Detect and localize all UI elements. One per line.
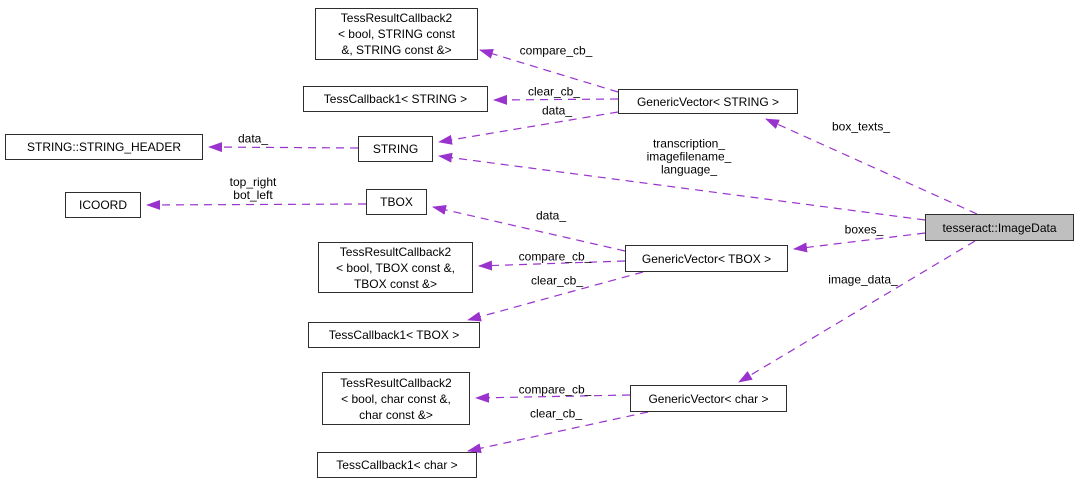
edge-clear-cb-string [493,94,619,105]
node-label-line: TessCallback1< char > [336,458,458,472]
node-label-line: TessResultCallback2 [339,244,452,259]
node-tbox[interactable]: TBOX [366,189,427,215]
edge-compare-cb-char [475,392,631,403]
node-genericvector-string[interactable]: GenericVector< STRING > [618,89,798,114]
node-tessresultcallback2-string[interactable]: TessResultCallback2 < bool, STRING const &… [315,8,478,60]
node-label-line: GenericVector< char > [648,391,769,406]
node-tessresultcallback2-char[interactable]: TessResultCallback2< bool, char const &,… [322,372,470,425]
edge-data-tbox [432,205,626,252]
node-label-line: ICOORD [79,198,127,212]
edge-data-string-header [208,142,359,153]
node-genericvector-tbox[interactable]: GenericVector< TBOX > [625,245,788,272]
node-genericvector-char[interactable]: GenericVector< char > [630,385,787,412]
node-label-line: GenericVector< TBOX > [641,251,772,266]
node-label-line: TessCallback1< STRING > [323,92,468,106]
edge-compare-cb-tbox [478,260,626,271]
node-label-line: TBOX const &> [353,276,438,291]
node-tesscallback1-tbox[interactable]: TessCallback1< TBOX > [308,322,480,348]
node-label-line: TessResultCallback2 [340,11,453,25]
node-label-line: tesseract::ImageData [942,220,1057,235]
node-label-line: STRING [372,142,419,156]
edge-box-texts [765,118,978,215]
edge-image-data [738,240,976,383]
node-tesscallback1-string[interactable]: TessCallback1< STRING > [303,86,488,112]
node-label-line: < bool, TBOX const &, [336,260,455,275]
node-tesseract-imagedata: tesseract::ImageData [925,214,1074,241]
edge-data-string [438,111,619,145]
edge-boxes [793,232,926,253]
node-tessresultcallback2-tbox[interactable]: TessResultCallback2< bool, TBOX const &,… [318,242,473,293]
node-label-line: GenericVector< STRING > [636,94,780,109]
node-label-line: &, STRING const &> [341,43,452,57]
edge-compare-cb-string [479,49,619,93]
edge-top-right-bot-left [146,199,367,210]
node-label-line: char const &> [359,407,433,422]
node-tesscallback1-char[interactable]: TessCallback1< char > [317,452,477,478]
node-label-line: TessResultCallback2 [340,375,452,390]
edge-clear-cb-tbox [467,271,644,322]
edge-clear-cb-char [467,411,649,454]
node-string-string-header[interactable]: STRING::STRING_HEADER [5,134,203,160]
node-label-line: TessCallback1< TBOX > [328,328,460,342]
node-label-line: < bool, char const &, [341,391,451,406]
node-icoord[interactable]: ICOORD [65,192,141,218]
node-label-line: < bool, STRING const [337,27,456,41]
node-label-line: STRING::STRING_HEADER [26,140,182,154]
edge-transcription [438,152,926,221]
node-label-line: TBOX [380,195,413,209]
node-string[interactable]: STRING [358,136,433,162]
